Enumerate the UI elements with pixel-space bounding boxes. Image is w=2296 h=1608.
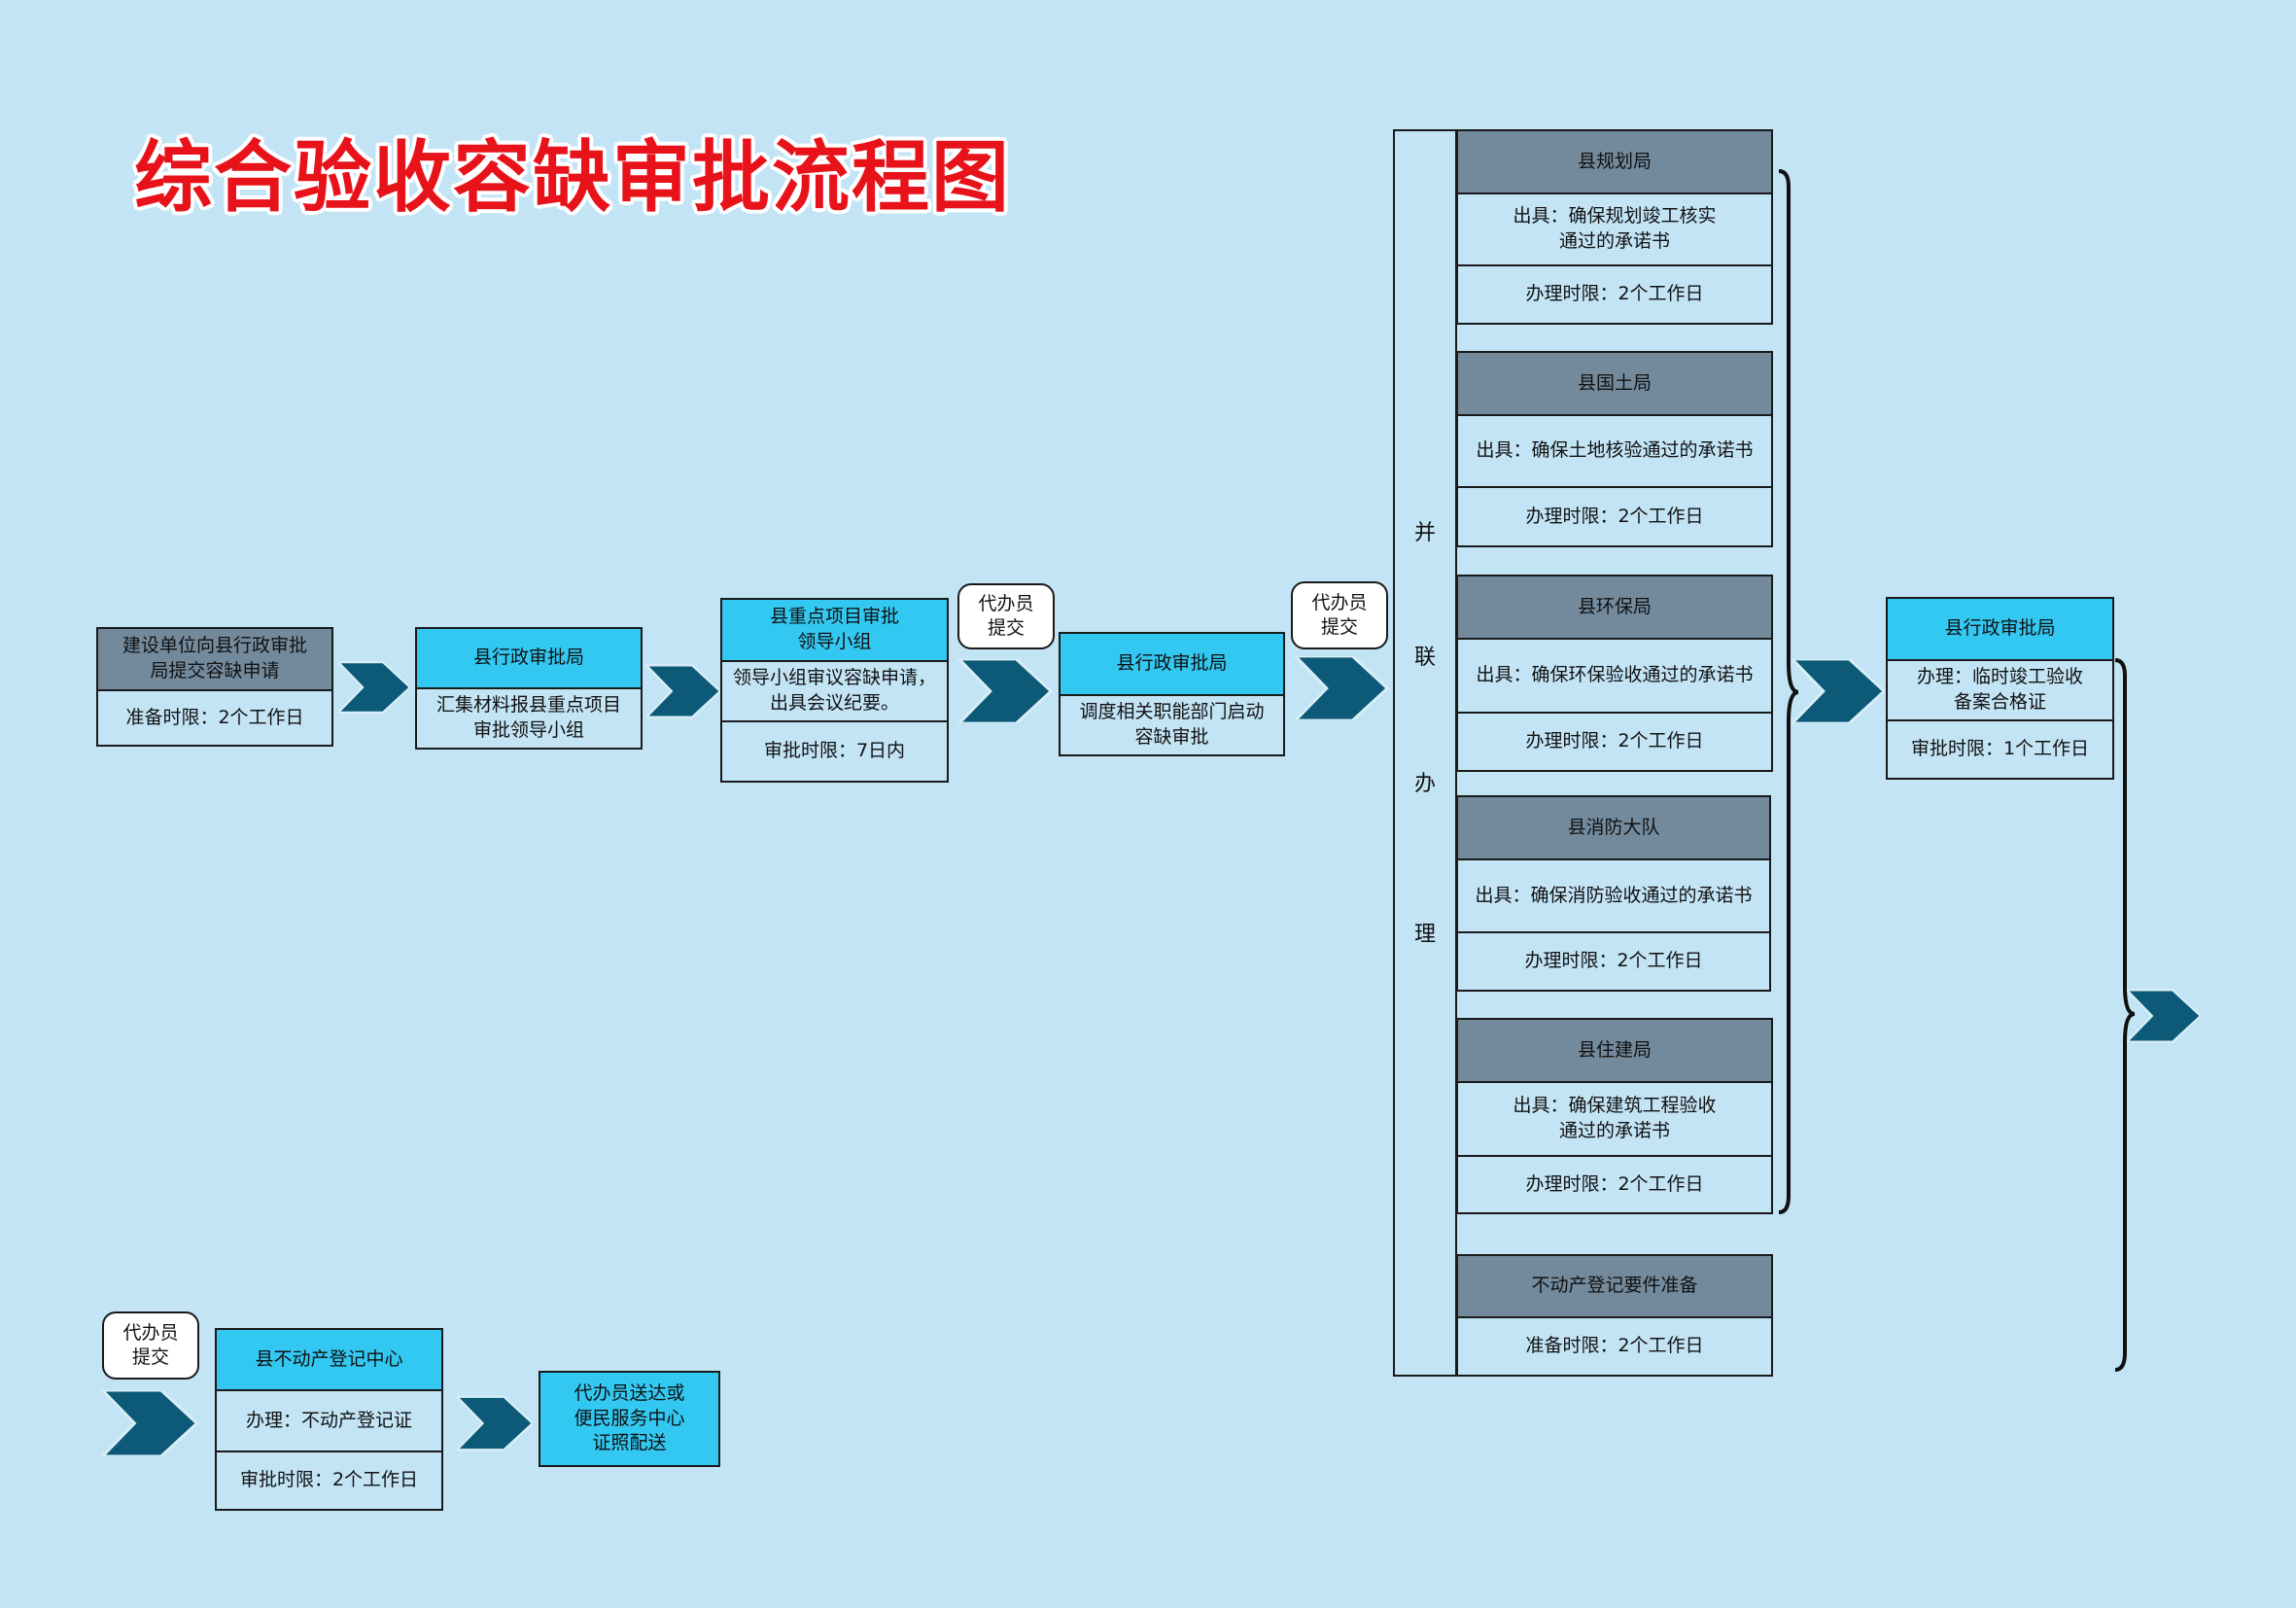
flow-arrow [457, 1395, 533, 1451]
dept-name: 不动产登记要件准备 [1458, 1256, 1771, 1316]
dept-name: 县环保局 [1458, 577, 1771, 638]
dept-real-estate-prep: 不动产登记要件准备 准备时限：2个工作日 [1456, 1254, 1773, 1377]
dept-issue: 出具：确保建筑工程验收 通过的承诺书 [1458, 1081, 1771, 1155]
step-time: 审批时限：7日内 [722, 720, 947, 781]
flow-arrow [2127, 988, 2201, 1044]
dept-name: 县住建局 [1458, 1020, 1771, 1081]
dept-fire-brigade: 县消防大队 出具：确保消防验收通过的承诺书 办理时限：2个工作日 [1456, 795, 1771, 992]
dept-name: 县消防大队 [1458, 797, 1769, 858]
flow-arrow [957, 659, 1053, 723]
step-body: 办理：临时竣工验收 备案合格证 [1888, 659, 2112, 719]
parallel-label-char: 办 [1413, 772, 1436, 796]
step-body: 调度相关职能部门启动 容缺审批 [1061, 694, 1283, 754]
dept-time: 办理时限：2个工作日 [1458, 712, 1771, 770]
step-time: 审批时限：2个工作日 [217, 1451, 441, 1509]
group-brace [2114, 658, 2136, 1372]
dept-issue: 出具：确保规划竣工核实 通过的承诺书 [1458, 192, 1771, 264]
agent-submit-badge: 代办员 提交 [102, 1311, 199, 1380]
step-header: 县行政审批局 [1061, 634, 1283, 694]
dept-issue: 出具：确保土地核验通过的承诺书 [1458, 414, 1771, 486]
parallel-label-char: 理 [1413, 923, 1436, 947]
step-body: 领导小组审议容缺申请， 出具会议纪要。 [722, 660, 947, 720]
step-admin-bureau-filing: 县行政审批局 办理：临时竣工验收 备案合格证 审批时限：1个工作日 [1886, 597, 2114, 780]
agent-submit-badge: 代办员 提交 [1291, 581, 1388, 649]
dept-time: 办理时限：2个工作日 [1458, 486, 1771, 545]
dept-time: 办理时限：2个工作日 [1458, 264, 1771, 323]
dept-land-bureau: 县国土局 出具：确保土地核验通过的承诺书 办理时限：2个工作日 [1456, 351, 1773, 547]
dept-housing-bureau: 县住建局 出具：确保建筑工程验收 通过的承诺书 办理时限：2个工作日 [1456, 1018, 1773, 1214]
flow-arrow [338, 660, 410, 715]
parallel-label-char: 并 [1413, 521, 1436, 545]
step-certificate-delivery: 代办员送达或 便民服务中心 证照配送 [539, 1371, 720, 1467]
page-title: 综合验收容缺审批流程图 [134, 132, 1011, 223]
flow-arrow [100, 1390, 199, 1456]
flow-arrow [1294, 656, 1389, 720]
parallel-processing-frame: 并 联 办 理 [1393, 129, 1457, 1377]
step-body: 汇集材料报县重点项目 审批领导小组 [417, 687, 641, 748]
step-header: 建设单位向县行政审批 局提交容缺申请 [98, 629, 331, 689]
step-real-estate-center: 县不动产登记中心 办理：不动产登记证 审批时限：2个工作日 [215, 1328, 443, 1511]
dept-planning-bureau: 县规划局 出具：确保规划竣工核实 通过的承诺书 办理时限：2个工作日 [1456, 129, 1773, 325]
dept-name: 县国土局 [1458, 353, 1771, 414]
step-body: 代办员送达或 便民服务中心 证照配送 [540, 1373, 718, 1465]
dept-time: 办理时限：2个工作日 [1458, 1155, 1771, 1212]
dept-environment-bureau: 县环保局 出具：确保环保验收通过的承诺书 办理时限：2个工作日 [1456, 575, 1773, 772]
flow-arrow [1791, 659, 1886, 723]
dept-name: 县规划局 [1458, 131, 1771, 192]
agent-submit-badge: 代办员 提交 [957, 583, 1055, 649]
step-header: 县行政审批局 [417, 629, 641, 687]
step-time: 准备时限：2个工作日 [98, 689, 331, 745]
step-admin-bureau-collect: 县行政审批局 汇集材料报县重点项目 审批领导小组 [415, 627, 643, 750]
step-leading-group: 县重点项目审批 领导小组 领导小组审议容缺申请， 出具会议纪要。 审批时限：7日… [720, 598, 949, 783]
step-header: 县重点项目审批 领导小组 [722, 600, 947, 660]
dept-time: 办理时限：2个工作日 [1458, 931, 1769, 990]
step-submit-application: 建设单位向县行政审批 局提交容缺申请 准备时限：2个工作日 [96, 627, 333, 747]
dept-time: 准备时限：2个工作日 [1458, 1316, 1771, 1375]
step-header: 县行政审批局 [1888, 599, 2112, 659]
parallel-label-char: 联 [1413, 646, 1436, 670]
flow-arrow [646, 663, 720, 719]
step-header: 县不动产登记中心 [217, 1330, 441, 1389]
step-admin-bureau-dispatch: 县行政审批局 调度相关职能部门启动 容缺审批 [1059, 632, 1285, 756]
step-time: 审批时限：1个工作日 [1888, 719, 2112, 778]
step-body: 办理：不动产登记证 [217, 1389, 441, 1451]
dept-issue: 出具：确保消防验收通过的承诺书 [1458, 858, 1769, 931]
dept-issue: 出具：确保环保验收通过的承诺书 [1458, 638, 1771, 712]
group-brace [1778, 169, 1799, 1214]
